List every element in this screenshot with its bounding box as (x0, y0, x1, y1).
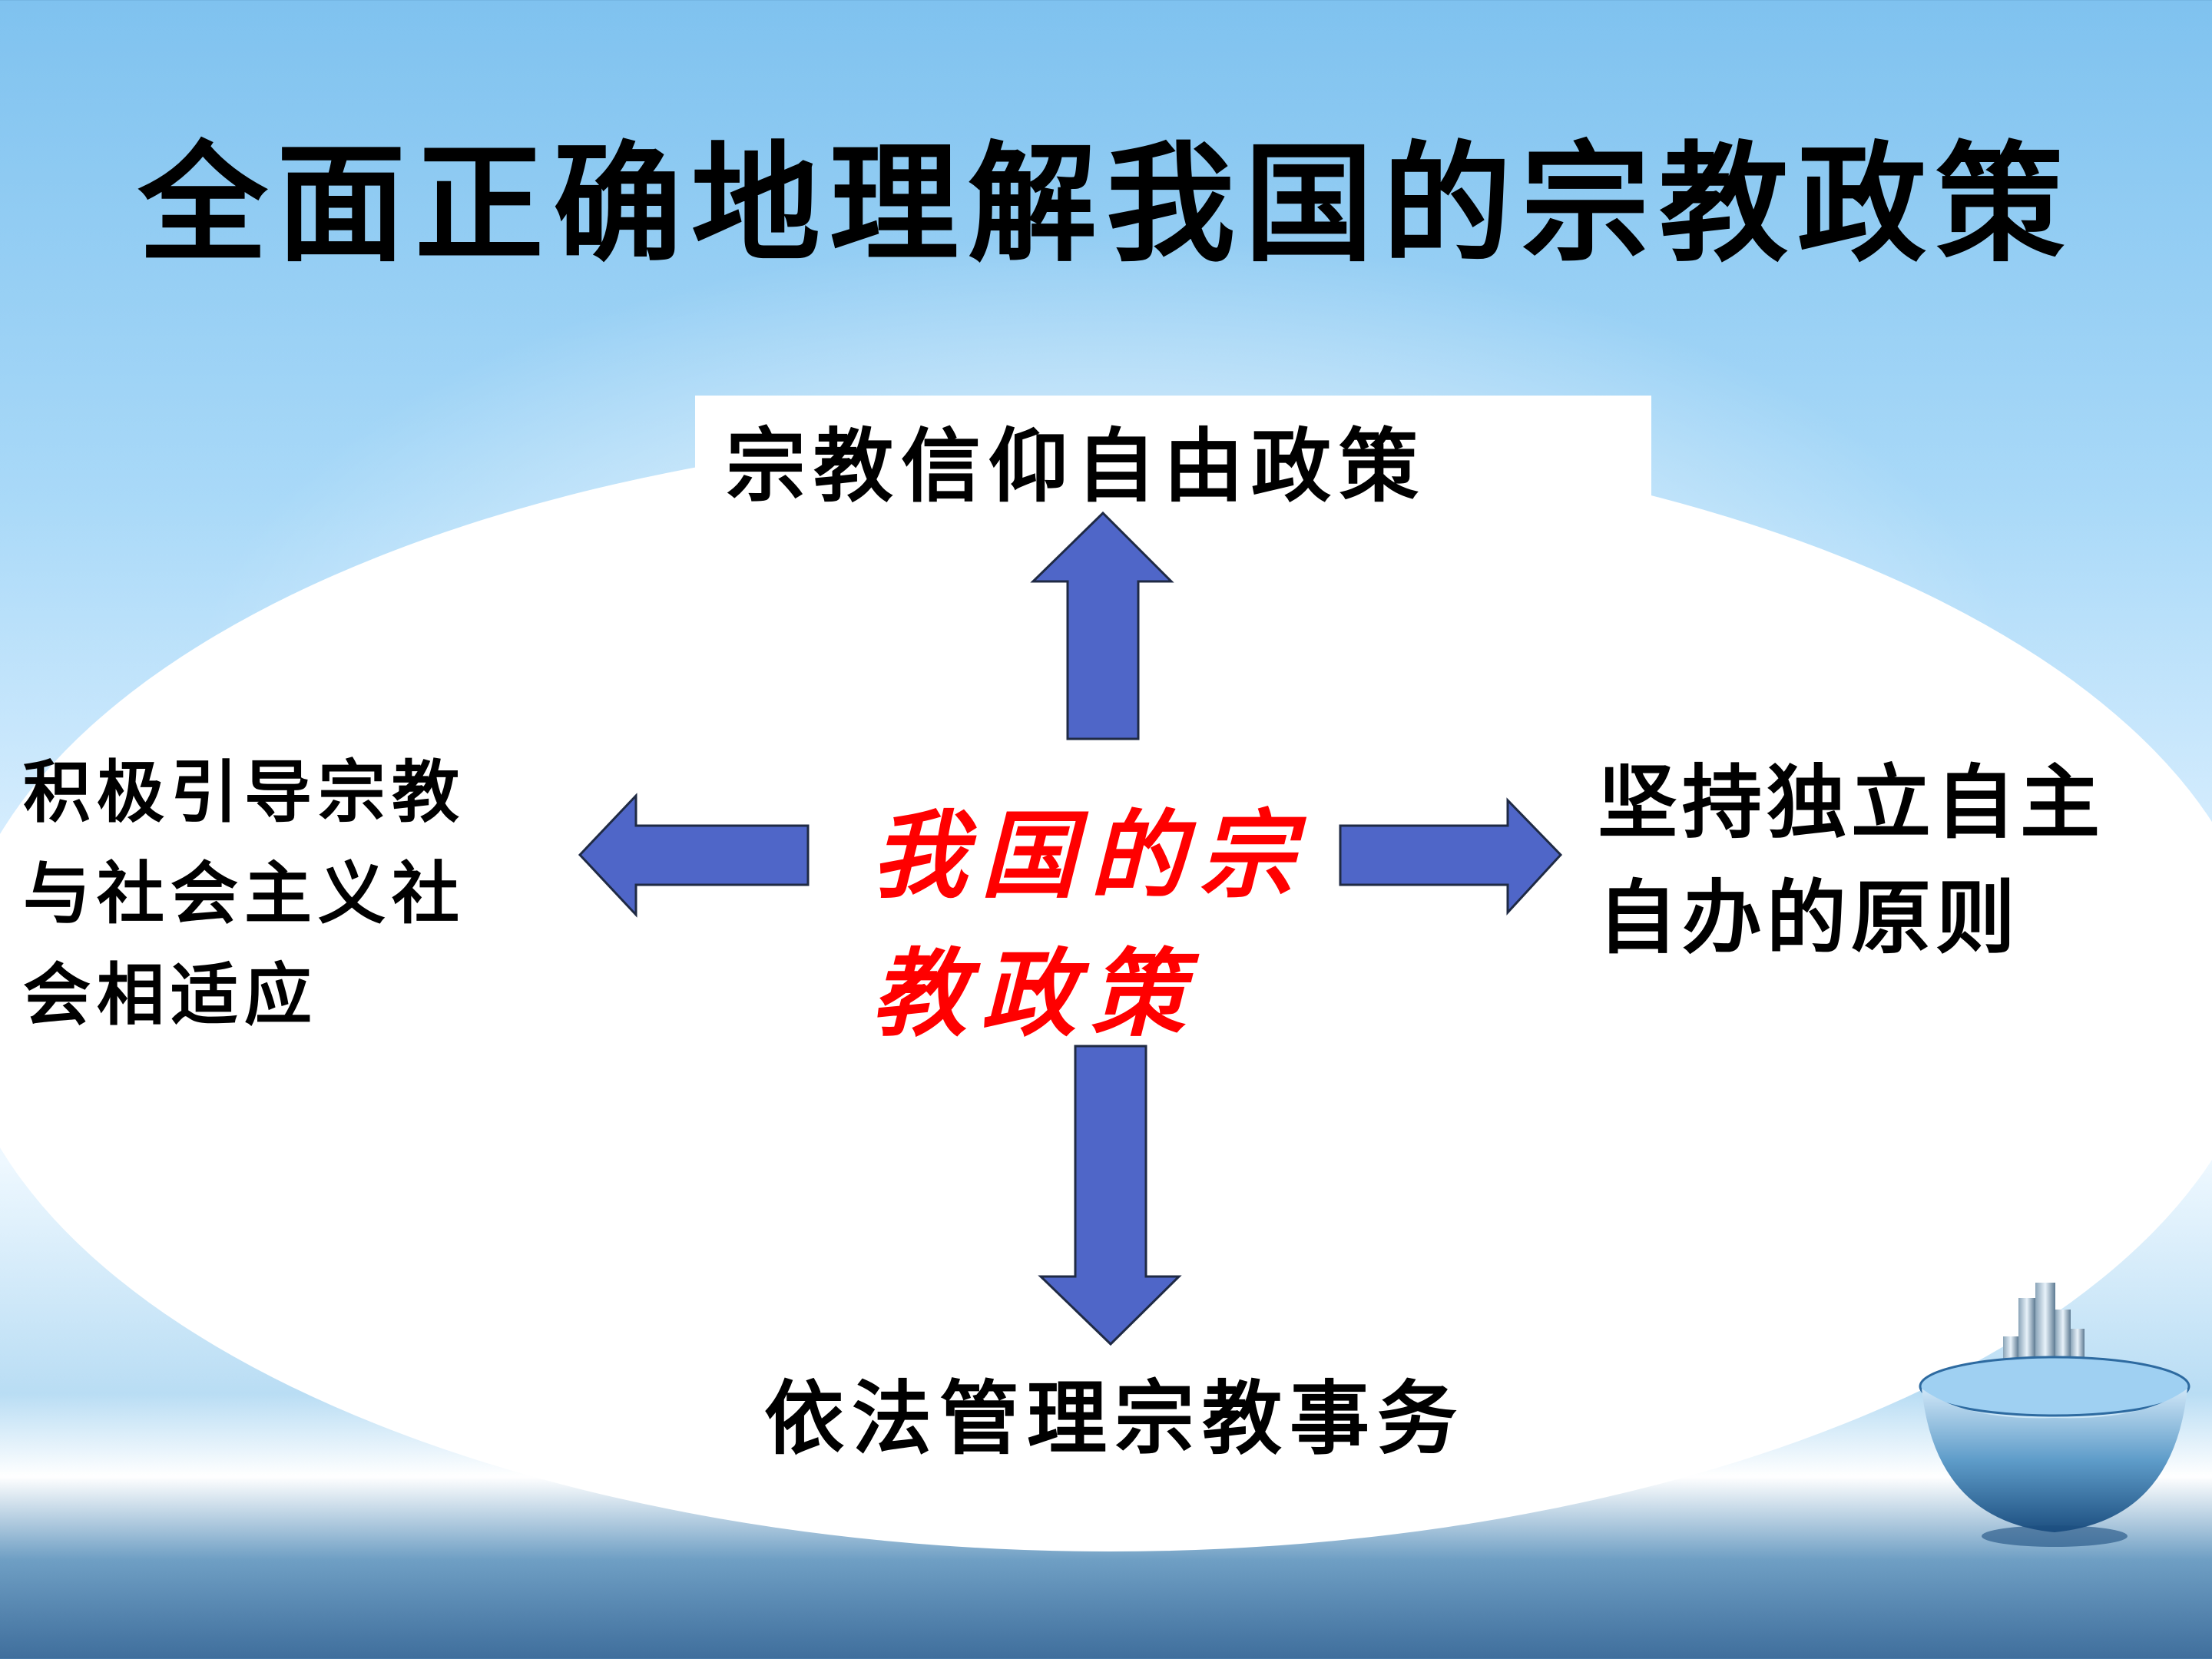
center-topic-line-1: 我国的宗 (872, 800, 1309, 912)
node-right-line-1: 坚持独立自主 (1598, 755, 2105, 849)
globe-city-icon (1919, 1283, 2190, 1547)
arrow-down (1038, 1045, 1182, 1346)
node-right-line-2: 自办的原则 (1598, 870, 2021, 965)
center-topic: 我国的宗 教政策 (872, 787, 1348, 1064)
arrow-left (578, 793, 810, 918)
arrow-up (1030, 511, 1174, 740)
arrow-right (1339, 797, 1563, 916)
node-left-line-2: 与社会主义社 (23, 853, 466, 933)
center-topic-line-2: 教政策 (872, 939, 1200, 1050)
top-label-backdrop (695, 396, 1651, 511)
node-religious-freedom: 宗教信仰自由政策 (726, 419, 1427, 513)
slide-title: 全面正确地理解我国的宗教政策 (138, 127, 2074, 280)
node-legal-management: 依法管理宗教事务 (764, 1371, 1465, 1465)
node-left-line-3: 会相适应 (23, 955, 319, 1035)
node-independence-principle: 坚持独立自主 自办的原则 (1598, 745, 2197, 975)
node-adapt-to-socialism: 积极引导宗教 与社会主义社 会相适应 (23, 741, 561, 1045)
node-left-line-1: 积极引导宗教 (23, 752, 466, 832)
